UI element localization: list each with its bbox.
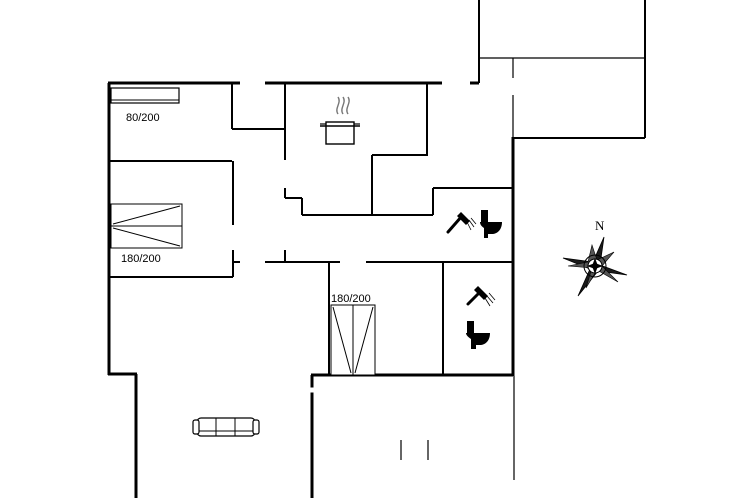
compass-rose-icon: N: [562, 218, 628, 297]
interior-walls: [110, 83, 513, 460]
cooking-pot-icon: [320, 96, 360, 145]
bed-3-size-label: 180/200: [331, 293, 371, 305]
exterior-walls: [107, 0, 646, 498]
bed-3: 180/200: [330, 293, 376, 376]
toilet-icon-2: [466, 321, 490, 349]
bed-1-size-label: 80/200: [126, 112, 160, 124]
compass-north-label: N: [595, 218, 605, 233]
bed-1: 80/200: [110, 87, 180, 124]
shower-head-icon-2: [466, 286, 496, 307]
toilet-icon: [480, 210, 502, 238]
shower-head-icon: [446, 212, 477, 234]
bed-2: 180/200: [110, 203, 183, 265]
sofa-icon: [192, 417, 260, 437]
bed-2-size-label: 180/200: [121, 253, 161, 265]
window-gaps: [240, 80, 470, 393]
